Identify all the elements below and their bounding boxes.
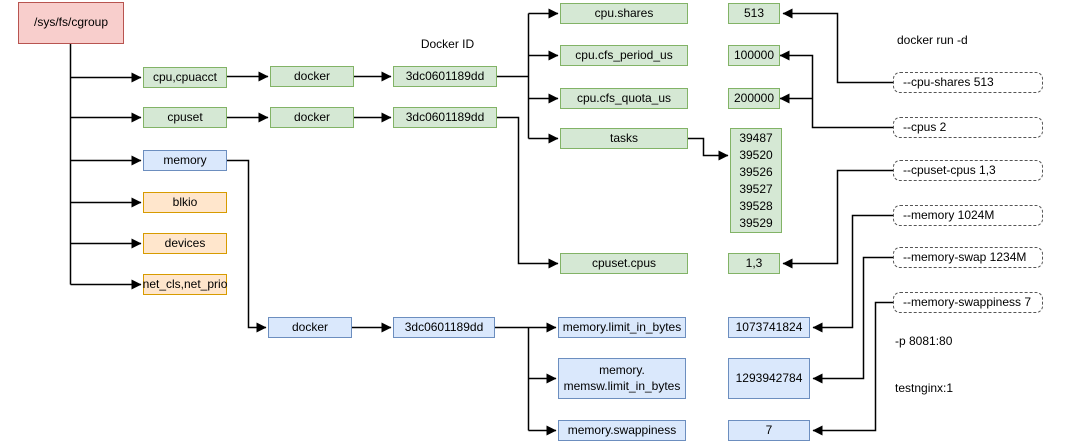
connector-flag-memoryswap [812, 256, 893, 384]
connector-tasks-pids [688, 137, 729, 161]
tasks-pid-list-box: 39487 39520 39526 39527 39528 39529 [730, 128, 782, 233]
cpu-cfs-quota-file-box: cpu.cfs_quota_us [560, 88, 688, 109]
connector-id1-branch [497, 13, 530, 139]
subsystem-blkio-box: blkio [143, 192, 227, 213]
cpu-shares-value-box: 513 [728, 3, 780, 24]
subsystem-devices-box: devices [143, 233, 227, 254]
subsystem-cpuset-box: cpuset [143, 107, 227, 128]
cpuset-cpus-value-box: 1,3 [728, 253, 780, 274]
memory-docker-dir-box: docker [268, 317, 352, 338]
cpu-container-id-box: 3dc0601189dd [393, 66, 497, 87]
cpu-cfs-period-value-box: 100000 [728, 45, 780, 66]
cpu-shares-file-box: cpu.shares [560, 3, 688, 24]
connector-id2-cpusetcpus [497, 116, 559, 269]
cpuset-docker-dir-box: docker [270, 107, 354, 128]
docker-run-command-label: docker run -d [897, 33, 968, 47]
memory-swappiness-value-box: 7 [728, 420, 810, 441]
subsystem-netcls-netprio-box: net_cls,net_prio [143, 274, 227, 295]
image-name-label: testnginx:1 [895, 381, 954, 395]
flag-memory-swap-box: --memory-swap 1234M [893, 247, 1043, 268]
memory-limit-file-box: memory.limit_in_bytes [558, 317, 686, 338]
flag-memory-box: --memory 1024M [893, 205, 1043, 226]
root-cgroup-box: /sys/fs/cgroup [18, 2, 124, 44]
flag-memory-swappiness-box: --memory-swappiness 7 [893, 292, 1043, 313]
memory-memsw-limit-file-box: memory. memsw.limit_in_bytes [558, 358, 686, 399]
flag-cpus-box: --cpus 2 [893, 117, 1043, 138]
memory-limit-value-box: 1073741824 [728, 317, 810, 338]
cpu-cfs-period-file-box: cpu.cfs_period_us [560, 45, 688, 66]
cpu-docker-dir-box: docker [270, 66, 354, 87]
memory-swappiness-file-box: memory.swappiness [558, 420, 686, 441]
port-mapping-label: -p 8081:80 [895, 334, 953, 348]
tasks-file-box: tasks [560, 128, 688, 149]
connector-flag-cpusetcpus [782, 169, 893, 269]
flag-cpuset-cpus-box: --cpuset-cpus 1,3 [893, 160, 1043, 181]
connector-flag-cpus-period [779, 50, 893, 129]
memory-container-id-box: 3dc0601189dd [393, 317, 495, 338]
connector-flag-cpushares [782, 8, 893, 84]
cpu-cfs-quota-value-box: 200000 [728, 88, 780, 109]
memory-memsw-limit-value-box: 1293942784 [728, 358, 810, 399]
connector-flag-swappiness [812, 301, 893, 436]
cpuset-cpus-file-box: cpuset.cpus [560, 253, 688, 274]
connector-memory-docker [227, 159, 267, 333]
flag-cpu-shares-box: --cpu-shares 513 [893, 72, 1043, 93]
subsystem-cpu-cpuacct-box: cpu,cpuacct [143, 67, 227, 88]
subsystem-memory-box: memory [143, 150, 227, 171]
connector-flag-memory [812, 214, 893, 333]
cpuset-container-id-box: 3dc0601189dd [393, 107, 497, 128]
docker-id-column-label: Docker ID [420, 37, 475, 51]
connector-id3-branch [495, 326, 530, 431]
